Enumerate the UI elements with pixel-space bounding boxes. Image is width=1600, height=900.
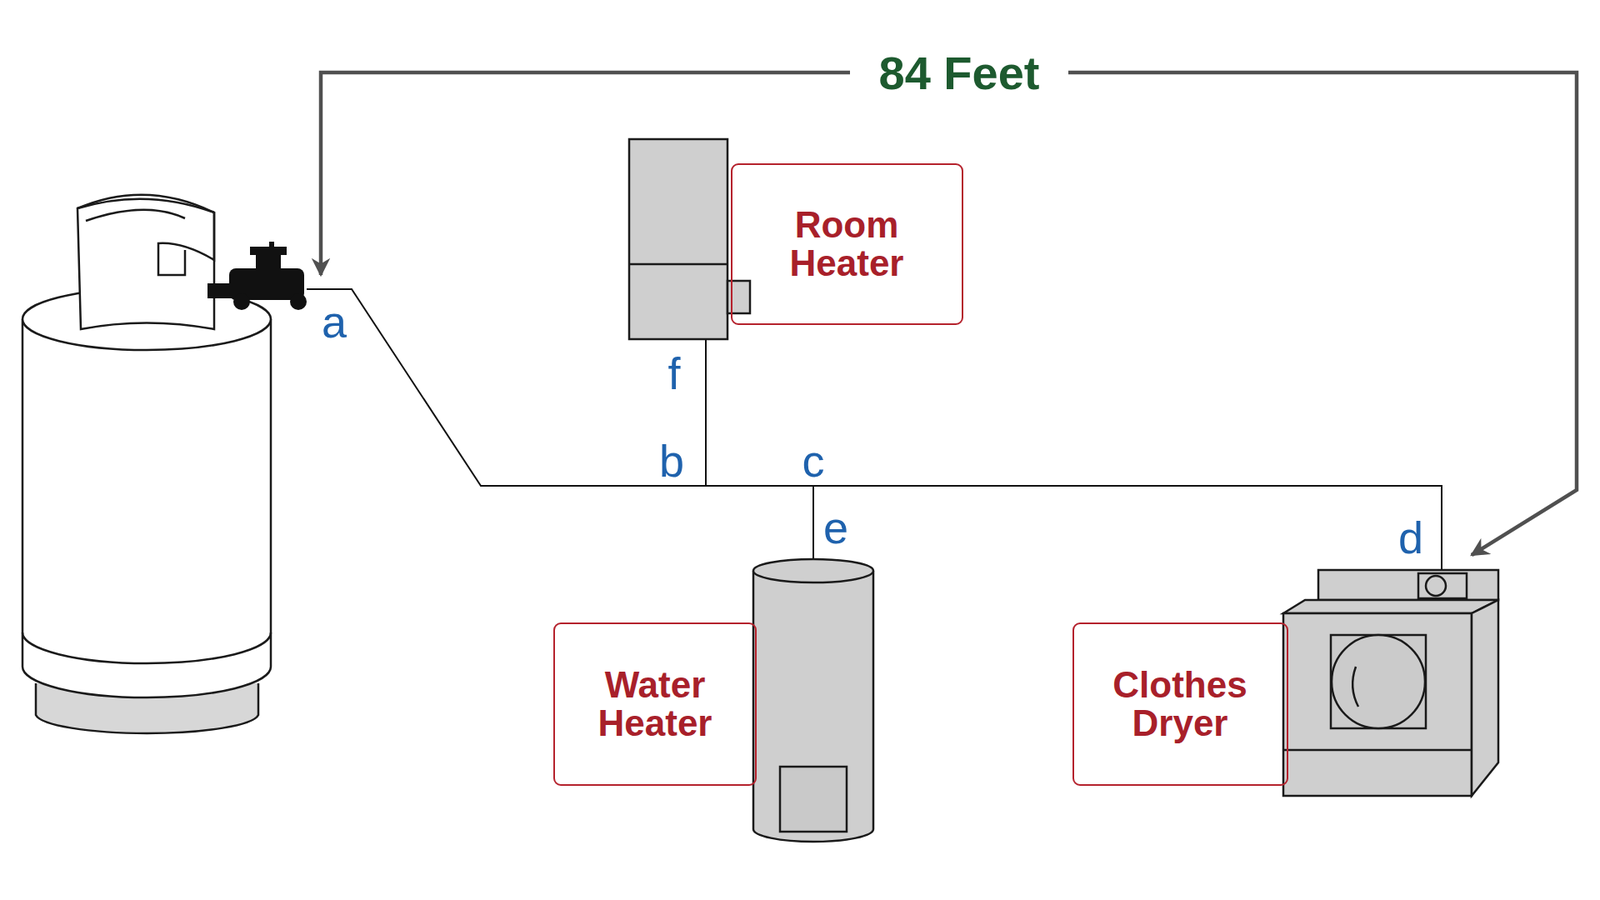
callout-box: Clothes Dryer (1072, 622, 1289, 786)
callout-box: Room Heater (730, 163, 964, 325)
valve (207, 241, 307, 310)
point-letter: e (823, 505, 849, 550)
point-letter: d (1398, 515, 1424, 560)
point-letter: a (321, 299, 347, 345)
water-heater (753, 559, 874, 842)
point-letter: b (659, 438, 685, 484)
gas-pipe (306, 289, 1442, 570)
appliance-name: Clothes Dryer (1087, 665, 1274, 743)
dimension-line (320, 72, 1577, 555)
clothes-dryer (1283, 570, 1499, 796)
callout-box: Water Heater (553, 622, 757, 786)
point-letter: f (667, 350, 680, 396)
appliance-name: Water Heater (568, 665, 742, 743)
appliance-name: Room Heater (745, 205, 949, 283)
point-letter: c (802, 438, 825, 484)
dimension-label: 84 Feet (867, 50, 1052, 97)
